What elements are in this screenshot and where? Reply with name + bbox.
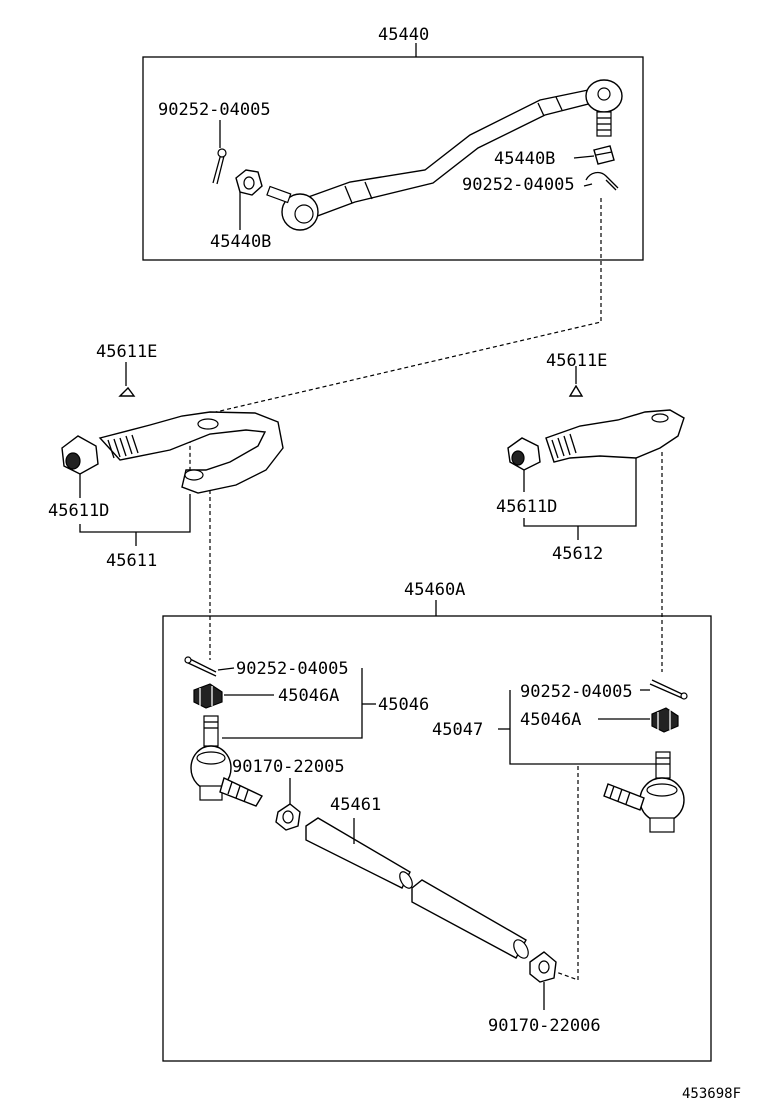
castle-nut-top-right [593, 145, 615, 165]
label-cotter-br: 90252-04005 [520, 682, 633, 702]
label-arm-right: 45612 [552, 544, 603, 564]
bracket-45047 [509, 690, 662, 765]
clamp-nut-left [275, 803, 301, 831]
label-tube: 45461 [330, 795, 381, 815]
cotter-pin-bottom-left [184, 656, 217, 677]
label-45047: 45047 [432, 720, 483, 740]
label-clamp-left: 90170-22005 [232, 757, 345, 777]
knuckle-arm-left [98, 411, 284, 494]
label-nut-br: 45046A [520, 710, 581, 730]
leader-nut-top-right [573, 155, 595, 159]
clamp-nut-right [529, 951, 557, 983]
label-cotter-top-right: 90252-04005 [462, 175, 575, 195]
tie-rod-end-right [603, 751, 685, 833]
cap-right [568, 384, 584, 397]
label-45440: 45440 [378, 25, 429, 45]
label-cap-right: 45611E [546, 351, 607, 371]
leader-cotter-top-right [583, 183, 593, 187]
cap-left [118, 386, 136, 397]
nut-arm-left [61, 435, 99, 475]
knuckle-arm-right [545, 409, 685, 463]
castle-nut-bottom-left [193, 683, 223, 709]
cotter-pin-top-left [212, 148, 227, 185]
drag-link [266, 79, 623, 231]
leader-cotter-bl [217, 667, 235, 671]
label-clamp-right: 90170-22006 [488, 1016, 601, 1036]
bracket-45046 [222, 668, 363, 739]
assy-45460a-frame [162, 615, 712, 1062]
figure-code: 453698F [682, 1086, 741, 1102]
label-cotter-bl: 90252-04005 [236, 659, 349, 679]
assy-45440-frame [142, 56, 644, 261]
tie-rod-tube [305, 817, 529, 959]
castle-nut-top-left [235, 169, 263, 196]
label-nut-bl: 45046A [278, 686, 339, 706]
cotter-pin-top-right [585, 171, 619, 191]
nut-arm-right [507, 437, 541, 471]
cotter-pin-bottom-right [649, 679, 688, 700]
dashed-connector-bottom [555, 766, 579, 981]
bracket-arm-right [523, 458, 637, 527]
castle-nut-bottom-right [651, 707, 679, 733]
label-cotter-top-left: 90252-04005 [158, 100, 271, 120]
label-nut-arm-left: 45611D [48, 501, 109, 521]
label-nut-arm-right: 45611D [496, 497, 557, 517]
label-45046: 45046 [378, 695, 429, 715]
label-45460a: 45460A [404, 580, 465, 600]
label-nut-top-left: 45440B [210, 232, 271, 252]
tie-rod-end-left [190, 715, 263, 807]
bracket-arm-left [79, 494, 191, 533]
label-cap-left: 45611E [96, 342, 157, 362]
label-arm-left: 45611 [106, 551, 157, 571]
label-nut-top-right: 45440B [494, 149, 555, 169]
